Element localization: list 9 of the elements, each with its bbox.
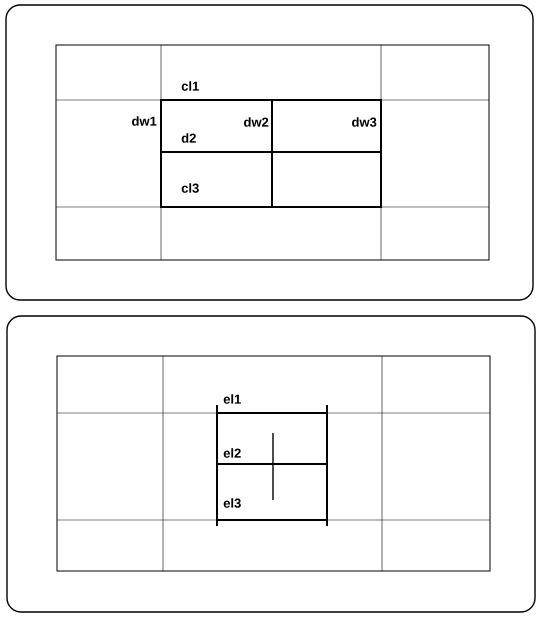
label: d2: [182, 133, 196, 143]
label: dw3: [352, 117, 376, 127]
label: dw1: [132, 116, 156, 126]
label: el3: [224, 498, 241, 508]
label: dw2: [244, 117, 268, 127]
label: el2: [224, 448, 241, 458]
label: el1: [224, 394, 241, 404]
label: cl1: [182, 81, 199, 91]
label: cl3: [182, 183, 199, 193]
